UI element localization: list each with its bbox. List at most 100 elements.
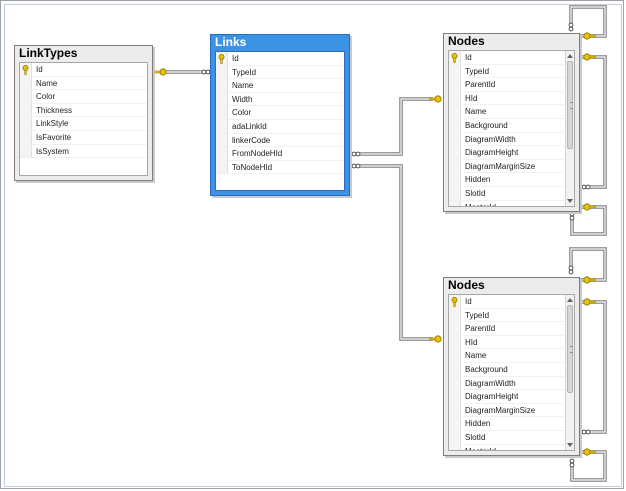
- column-row[interactable]: TypeId: [449, 308, 574, 323]
- row-selector[interactable]: [449, 335, 461, 349]
- row-selector[interactable]: [216, 79, 228, 92]
- column-row[interactable]: Name: [449, 349, 574, 363]
- column-row[interactable]: Background: [449, 362, 574, 377]
- scroll-thumb[interactable]: [567, 61, 573, 149]
- column-row[interactable]: ParentId: [449, 322, 574, 336]
- row-selector[interactable]: [449, 132, 461, 146]
- row-selector[interactable]: [449, 322, 461, 335]
- column-row[interactable]: Id: [449, 295, 574, 309]
- row-selector[interactable]: [216, 119, 228, 133]
- row-selector[interactable]: [449, 403, 461, 417]
- row-selector[interactable]: [20, 130, 32, 144]
- column-row[interactable]: linkerCode: [216, 133, 344, 148]
- row-selector[interactable]: [449, 200, 461, 206]
- row-selector[interactable]: [449, 159, 461, 173]
- row-selector[interactable]: [449, 173, 461, 186]
- column-row[interactable]: IsFavorite: [20, 130, 147, 145]
- column-row[interactable]: MasterId: [449, 444, 574, 450]
- key-icon: [583, 448, 596, 456]
- row-selector[interactable]: [216, 106, 228, 119]
- row-selector[interactable]: [449, 376, 461, 390]
- column-row[interactable]: MasterId: [449, 200, 574, 206]
- row-selector[interactable]: [449, 444, 461, 450]
- column-row[interactable]: Thickness: [20, 103, 147, 118]
- column-row[interactable]: DiagramHeight: [449, 146, 574, 160]
- row-selector[interactable]: [449, 105, 461, 118]
- column-row[interactable]: Id: [20, 63, 147, 77]
- row-selector[interactable]: [20, 76, 32, 90]
- row-selector[interactable]: [449, 308, 461, 322]
- scroll-down-arrow-icon[interactable]: [567, 443, 573, 447]
- column-row[interactable]: SlotId: [449, 186, 574, 201]
- column-row[interactable]: Name: [449, 105, 574, 119]
- key-icon: [583, 32, 596, 40]
- column-row[interactable]: HId: [449, 91, 574, 106]
- scroll-up-arrow-icon[interactable]: [567, 298, 573, 302]
- column-row[interactable]: Name: [20, 76, 147, 91]
- column-name: SlotId: [465, 432, 486, 442]
- row-selector[interactable]: [216, 65, 228, 79]
- column-row[interactable]: adaLinkId: [216, 119, 344, 134]
- primary-key-icon: [451, 53, 458, 63]
- column-row[interactable]: Id: [216, 52, 344, 66]
- row-selector[interactable]: [20, 117, 32, 130]
- row-selector[interactable]: [20, 144, 32, 158]
- column-row[interactable]: DiagramHeight: [449, 390, 574, 404]
- column-row[interactable]: HId: [449, 335, 574, 350]
- scroll-up-arrow-icon[interactable]: [567, 54, 573, 58]
- column-row[interactable]: Id: [449, 51, 574, 65]
- row-selector[interactable]: [449, 91, 461, 105]
- vertical-scrollbar[interactable]: [565, 51, 574, 206]
- key-icon: [154, 68, 167, 76]
- column-row[interactable]: IsSystem: [20, 144, 147, 159]
- table-title: Links: [215, 35, 247, 49]
- column-row[interactable]: TypeId: [449, 64, 574, 79]
- key-icon: [429, 95, 442, 103]
- column-row[interactable]: DiagramWidth: [449, 376, 574, 391]
- row-selector[interactable]: [216, 133, 228, 147]
- row-selector[interactable]: [216, 147, 228, 160]
- column-row[interactable]: Hidden: [449, 173, 574, 187]
- row-selector[interactable]: [449, 118, 461, 132]
- column-row[interactable]: DiagramMarginSize: [449, 403, 574, 418]
- column-row[interactable]: Background: [449, 118, 574, 133]
- column-row[interactable]: FromNodeHId: [216, 147, 344, 161]
- row-selector[interactable]: [449, 78, 461, 91]
- row-selector[interactable]: [449, 146, 461, 159]
- column-row[interactable]: Name: [216, 79, 344, 93]
- key-icon: [429, 335, 442, 343]
- row-selector[interactable]: [20, 103, 32, 117]
- row-selector[interactable]: [449, 362, 461, 376]
- row-selector[interactable]: [449, 417, 461, 430]
- column-row[interactable]: Hidden: [449, 417, 574, 431]
- column-name: MasterId: [465, 445, 496, 450]
- scroll-down-arrow-icon[interactable]: [567, 199, 573, 203]
- row-selector[interactable]: [449, 186, 461, 200]
- row-selector[interactable]: [449, 430, 461, 444]
- column-row[interactable]: ParentId: [449, 78, 574, 92]
- row-selector[interactable]: [449, 349, 461, 362]
- row-selector[interactable]: [216, 92, 228, 106]
- scroll-thumb[interactable]: [567, 305, 573, 393]
- column-name: HId: [465, 337, 478, 347]
- row-selector[interactable]: [216, 160, 228, 174]
- column-row[interactable]: TypeId: [216, 65, 344, 80]
- row-selector[interactable]: [449, 390, 461, 403]
- column-row[interactable]: LinkStyle: [20, 117, 147, 131]
- column-row[interactable]: Width: [216, 92, 344, 107]
- column-row[interactable]: Color: [20, 90, 147, 104]
- row-selector[interactable]: [449, 64, 461, 78]
- row-selector[interactable]: [20, 90, 32, 103]
- vertical-scrollbar[interactable]: [565, 295, 574, 450]
- column-row[interactable]: DiagramMarginSize: [449, 159, 574, 174]
- column-row[interactable]: Color: [216, 106, 344, 120]
- column-row[interactable]: ToNodeHId: [216, 160, 344, 175]
- primary-key-icon: [218, 54, 225, 64]
- column-row[interactable]: DiagramWidth: [449, 132, 574, 147]
- column-row[interactable]: SlotId: [449, 430, 574, 445]
